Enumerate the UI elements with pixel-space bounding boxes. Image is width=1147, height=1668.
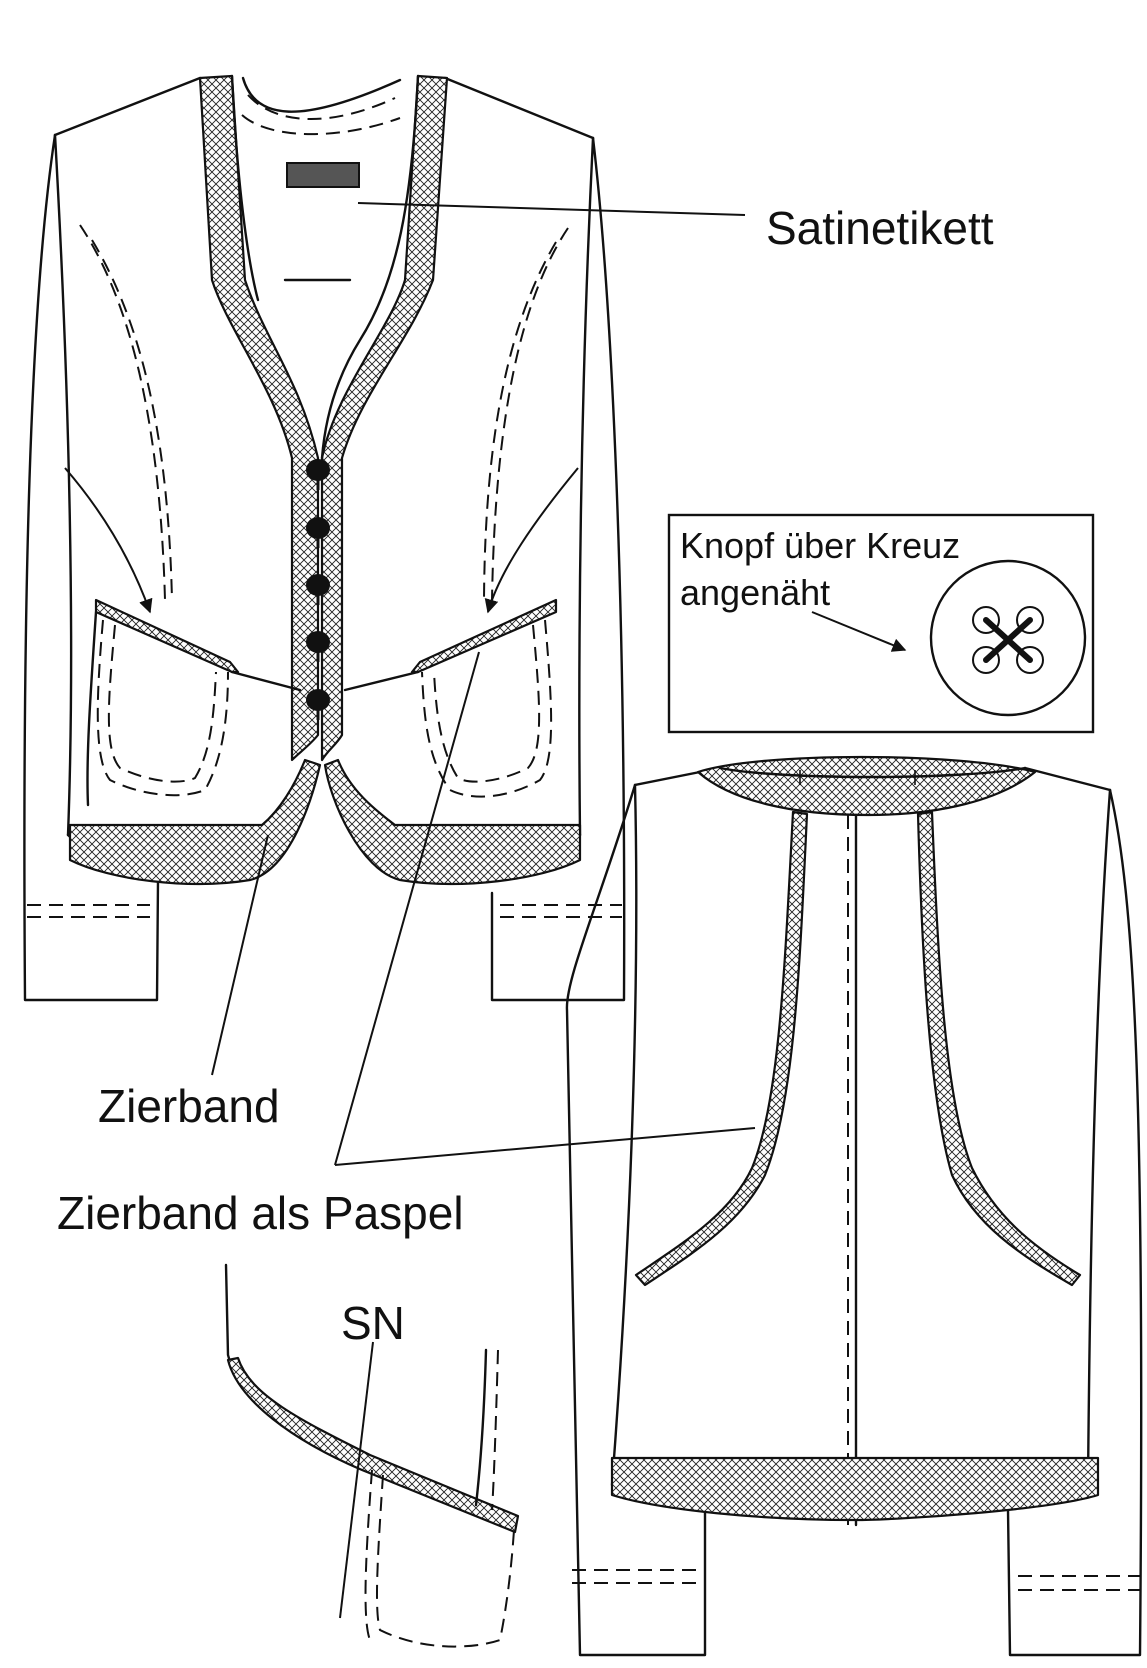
front-left-sleeve — [23, 133, 160, 1002]
back-right-sleeve — [1006, 788, 1143, 1657]
back-right-panel-trim — [916, 810, 1082, 1287]
button-icon — [306, 689, 330, 720]
arrow-icon — [811, 611, 907, 652]
button-icon — [306, 517, 330, 548]
back-hem-trim — [610, 1456, 1100, 1522]
front-buttons — [306, 459, 330, 720]
button-note-line2: angenäht — [680, 572, 831, 613]
button-icon — [306, 574, 330, 605]
button-note-line1: Knopf über Kreuz — [680, 525, 961, 566]
sn-caption: SN — [341, 1297, 405, 1349]
satin-label-patch — [286, 162, 360, 188]
back-left-sleeve — [565, 783, 707, 1657]
sn-detail-piping — [226, 1356, 520, 1534]
front-left-lapel-trim — [198, 74, 320, 762]
back-collar-trim — [696, 755, 1037, 817]
satin-label-caption: Satinetikett — [766, 202, 994, 254]
front-right-hem-trim — [323, 758, 582, 886]
front-left-pocket-piping — [94, 598, 240, 674]
button-icon — [306, 631, 330, 662]
front-body-outline — [53, 76, 595, 140]
back-jacket — [565, 755, 1143, 1657]
sn-detail — [224, 1263, 520, 1648]
front-jacket — [23, 74, 626, 1002]
trim-piping-caption: Zierband als Paspel — [57, 1187, 464, 1239]
trim-caption: Zierband — [98, 1080, 280, 1132]
leader-lines — [211, 202, 756, 1166]
front-right-lapel-trim — [320, 74, 449, 762]
back-left-panel-trim — [634, 810, 809, 1287]
front-left-hem-trim — [68, 758, 322, 886]
button-icon — [929, 559, 1087, 717]
front-right-sleeve — [490, 136, 626, 1002]
button-icon — [306, 459, 330, 490]
button-detail-inset — [667, 513, 1095, 734]
